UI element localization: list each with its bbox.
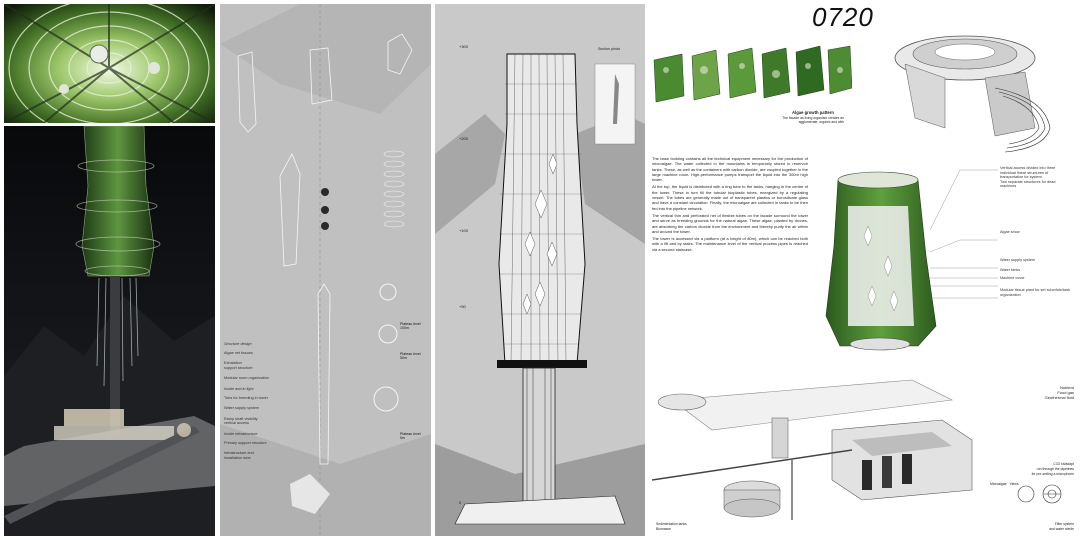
microalgae-views	[1017, 484, 1062, 504]
night-render-image	[4, 126, 215, 536]
axis-label: +50	[459, 304, 466, 309]
base-label-filter: Filter system and water sterile	[1049, 522, 1074, 531]
algae-tower-render	[825, 171, 937, 351]
axis-label: 0	[459, 500, 462, 505]
legend-entry: Machine cover	[1000, 276, 1025, 280]
description-paragraph: The tower is accessed via a platform (at…	[652, 236, 808, 252]
legend-item: Modular room organization	[224, 376, 270, 381]
floor-label-mid: Plateau level 50m	[400, 352, 421, 361]
legend-item: Tubs for breeding in tower	[224, 395, 268, 400]
legend-group-head: Structure design	[224, 342, 252, 346]
description-paragraph: The vertical thin and perforated net of …	[652, 212, 808, 234]
legend-item: Algae net tissues	[224, 350, 253, 355]
axis-label: +200	[459, 136, 469, 141]
components-drawing: Plateau level 100m Plateau level 50m Pla…	[220, 4, 431, 536]
legend-item: Exhalation support structure	[224, 361, 253, 370]
section-header: Section photo	[598, 47, 620, 51]
base-machinery-render	[652, 379, 973, 520]
legend-item: Infrastructure and Installation tube	[224, 451, 254, 460]
description-paragraph: The base building contains all the techn…	[652, 156, 808, 183]
legend-entry: Modular tissue plant for set schedule/ta…	[1000, 288, 1071, 297]
interior-render-image	[4, 4, 215, 123]
legend-entry: Vertical access divided into three indiv…	[1000, 166, 1056, 189]
night-render	[4, 126, 215, 536]
axis-label: +100	[459, 228, 469, 233]
section-drawing: Section photo +300 +200 +100 +50 0	[435, 4, 645, 536]
legend-leaders	[930, 169, 998, 299]
legend-group-head: Inside and in light	[224, 386, 254, 391]
axis-label: +300	[459, 44, 469, 49]
algae-growth-strip	[653, 45, 852, 103]
algae-caption-text: The facade as living organism creates an…	[782, 116, 844, 124]
board-title: 0720	[812, 2, 874, 32]
algae-caption-title: Algae growth pattern	[792, 110, 834, 115]
right-legend: Vertical access divided into three indiv…	[1000, 166, 1072, 297]
legend-entry: Water supply system	[1000, 258, 1036, 262]
interior-render	[4, 4, 215, 123]
floor-label-top: Plateau level 100m	[400, 322, 421, 331]
tower-top-render	[894, 35, 1051, 153]
legend-entry: Algae show	[1000, 230, 1020, 234]
mid-legend: Structure design Algae net tissues Exhal…	[224, 342, 286, 466]
description-paragraph: At the top, the liquid is distributed wi…	[652, 184, 808, 211]
base-label-microalgae: Microalgae · Views	[990, 482, 1019, 486]
legend-item: Ramp shaft visibility vertical access	[224, 416, 258, 426]
components-drawing-image	[220, 4, 431, 536]
floor-label-bottom: Plateau level 0m	[400, 432, 421, 441]
legend-item: Water supply system	[224, 406, 260, 411]
description-text: The base building contains all the techn…	[652, 156, 808, 254]
base-label-sedimentation: Sedimentation tanks Biomasse	[656, 522, 687, 531]
base-label-co2: CO2 kit/adapt run through the pipelines …	[1031, 462, 1074, 476]
base-label-nutrient: Nutrient Food gas Geothermal fluid	[1044, 385, 1074, 400]
section-drawing-image	[435, 4, 645, 536]
legend-group-head: Inside infrastructure	[224, 431, 258, 436]
legend-item: Primary support structure	[224, 440, 267, 445]
legend-entry: Water tanks	[1000, 268, 1021, 272]
